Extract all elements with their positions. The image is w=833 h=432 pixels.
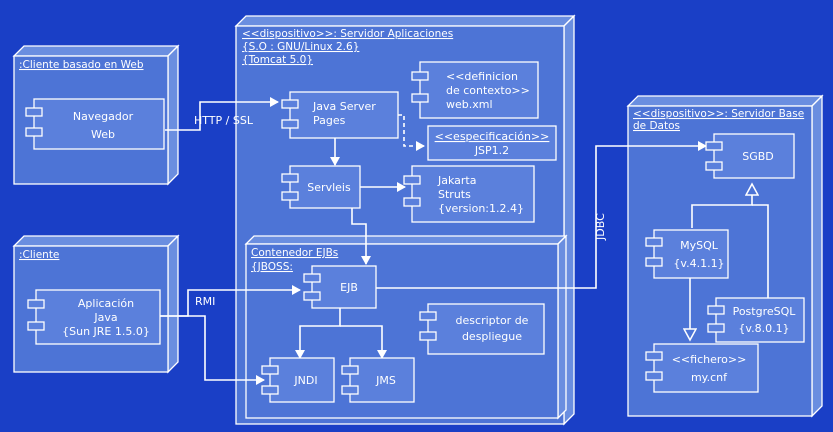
jsp-spec-dependency	[398, 114, 425, 151]
jms-line1: JMS	[375, 374, 396, 387]
component-jndi: JNDI	[261, 357, 335, 403]
component-jsp: Java Server Pages	[281, 91, 399, 139]
jakarta-line3: {version:1.2.4}	[438, 202, 524, 215]
rmi-jndi-connection	[160, 315, 265, 385]
http-label: HTTP / SSL	[194, 114, 254, 127]
db-server-title-2: de Datos	[633, 120, 680, 132]
http-connection	[165, 97, 279, 131]
sgbd-line1: SGBD	[742, 150, 774, 163]
component-sgbd: SGBD	[705, 133, 795, 179]
component-jsp-spec: <<especificación>> JSP1.2	[427, 125, 557, 161]
component-my-cnf: <<fichero>> my.cnf	[645, 343, 759, 393]
connections	[160, 97, 769, 385]
db-server-title: <<dispositivo>>: Servidor Base	[633, 108, 804, 120]
servlets-ejb-link	[351, 208, 371, 265]
ejb-jndi-link	[295, 308, 341, 359]
app-server-os: {S.O : GNU/Linux 2.6}	[242, 41, 359, 53]
my-cnf-line1: <<fichero>>	[672, 353, 747, 366]
ejb-line1: EJB	[340, 281, 358, 294]
web-client-title: :Cliente basado en Web	[19, 59, 144, 71]
jsp-line2: Pages	[313, 114, 346, 127]
jdbc-connection	[376, 141, 707, 289]
component-ejb: EJB	[303, 265, 377, 309]
navegador-line1: Navegador	[73, 110, 134, 123]
java-app-line3: {Sun JRE 1.5.0}	[62, 325, 150, 338]
descriptor-line1: descriptor de	[456, 314, 529, 327]
descriptor-line2: despliegue	[462, 330, 522, 343]
app-server-tomcat: {Tomcat 5.0}	[242, 54, 313, 66]
web-xml-line1: <<definicion	[446, 70, 518, 83]
component-navegador: Navegador Web	[25, 98, 165, 150]
servlets-line1: Servleis	[307, 181, 351, 194]
postgres-sgbd-link	[752, 204, 769, 298]
jsp-spec-line1: <<especificación>>	[435, 130, 550, 143]
component-servlets: Servleis	[281, 165, 361, 209]
java-app-line2: Java	[93, 311, 117, 324]
postgres-line2: {v.8.0.1}	[738, 322, 789, 335]
component-jakarta: Jakarta Struts {version:1.2.4}	[403, 165, 535, 223]
component-descriptor: descriptor de despliegue	[419, 303, 545, 355]
mysql-line1: MySQL	[680, 239, 719, 252]
component-java-app: Aplicación Java {Sun JRE 1.5.0}	[27, 289, 161, 345]
ejb-container-jboss: {JBOSS:	[251, 261, 293, 273]
ejb-container-title: Contenedor EJBs	[251, 247, 338, 259]
component-postgres: PostgreSQL {v.8.0.1}	[707, 297, 805, 343]
component-web-xml: <<definicion de contexto>> web.xml	[411, 61, 539, 119]
jsp-line1: Java Server	[312, 100, 376, 113]
jdbc-label: JDBC	[594, 213, 607, 241]
component-jms: JMS	[341, 357, 415, 403]
my-cnf-line2: my.cnf	[691, 371, 728, 384]
app-server-title: <<dispositivo>>: Servidor Aplicaciones	[242, 28, 453, 40]
client-title: :Cliente	[19, 249, 59, 261]
jsp-spec-line2: JSP1.2	[474, 144, 509, 157]
jndi-line1: JNDI	[293, 374, 317, 387]
postgres-line1: PostgreSQL	[733, 305, 797, 318]
navegador-line2: Web	[91, 128, 115, 141]
jakarta-line1: Jakarta	[437, 174, 476, 187]
ejb-jms-link	[340, 325, 387, 359]
web-xml-line2: de contexto>>	[446, 84, 530, 97]
mysql-line2: {v.4.1.1}	[673, 257, 724, 270]
web-xml-line3: web.xml	[446, 98, 493, 111]
jakarta-line2: Struts	[438, 188, 471, 201]
component-mysql: MySQL {v.4.1.1}	[645, 229, 729, 279]
java-app-line1: Aplicación	[78, 297, 134, 310]
mysql-sgbd-link	[691, 184, 752, 228]
rmi-label: RMI	[195, 295, 215, 308]
